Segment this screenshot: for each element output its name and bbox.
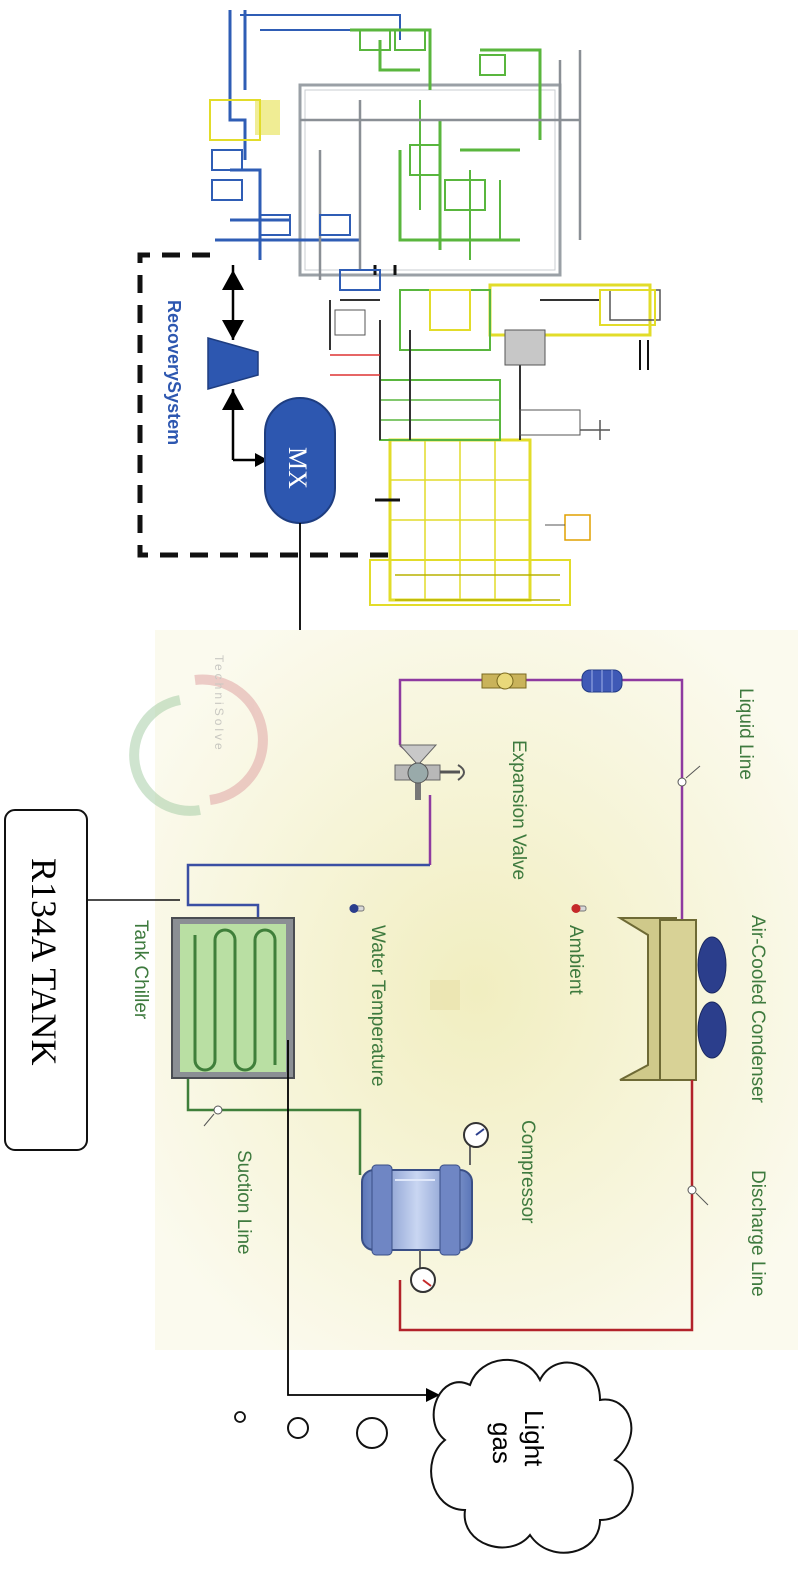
r134a-tank: R134A TANK	[5, 810, 180, 1150]
expansion-valve-label: Expansion Valve	[508, 740, 529, 880]
refrigeration-panel: TechniSolve Liquid Line	[130, 630, 798, 1350]
liquid-line-label: Liquid Line	[735, 688, 756, 780]
filter-drier	[582, 670, 622, 692]
tank-chiller	[172, 918, 294, 1078]
cloud-bubble-large	[357, 1418, 387, 1448]
cloud-bubble-small	[235, 1412, 245, 1422]
watermark-text: TechniSolve	[212, 655, 226, 753]
mx-label: MX	[283, 447, 312, 489]
cloud-bubble-medium	[288, 1418, 308, 1438]
sight-glass	[482, 673, 526, 689]
plant-green-pipes	[350, 30, 540, 250]
water-temperature-label: Water Temperature	[367, 925, 388, 1087]
recovery-pump	[208, 338, 258, 389]
r134a-tank-label: R134A TANK	[24, 858, 64, 1065]
tank-chiller-label: Tank Chiller	[130, 920, 151, 1020]
compressor	[362, 1165, 472, 1255]
condenser-label: Air-Cooled Condenser	[747, 915, 768, 1104]
recovery-system-label: RecoverySystem	[164, 300, 184, 445]
ambient-label: Ambient	[565, 925, 586, 995]
compressor-label: Compressor	[517, 1120, 538, 1224]
plant-pipe-frame	[300, 85, 560, 275]
plant-blue-pipes	[215, 10, 360, 260]
suction-line-label: Suction Line	[233, 1150, 254, 1255]
discharge-line-label: Discharge Line	[747, 1170, 768, 1297]
plant-yellow-frame-1	[490, 285, 650, 335]
